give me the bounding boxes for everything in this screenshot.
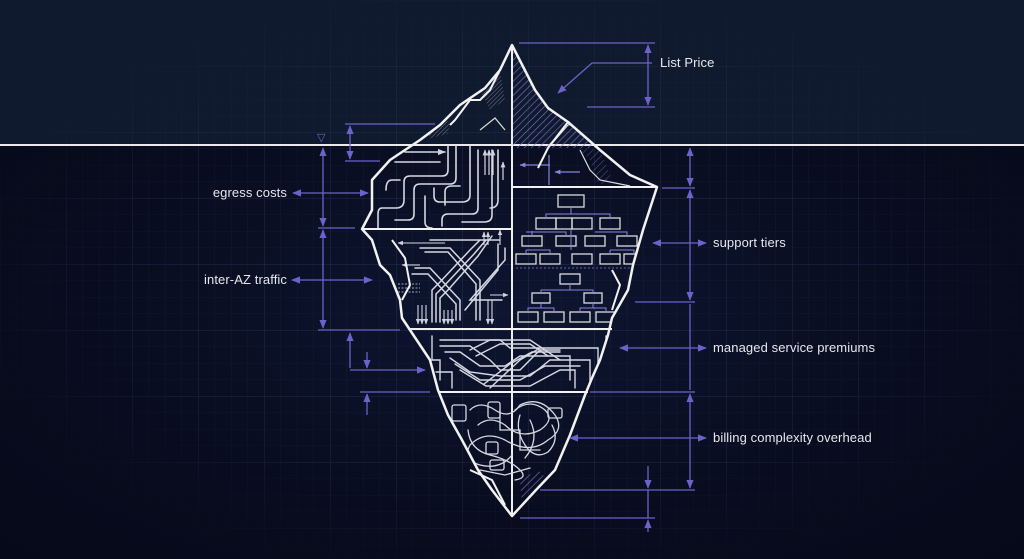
iceberg-outline <box>360 43 659 518</box>
inter-az-traffic-label: inter-AZ traffic <box>204 272 287 287</box>
support-tiers-label: support tiers <box>713 235 786 250</box>
billing-complexity-overhead-label: billing complexity overhead <box>713 430 872 445</box>
waterline-marker: ▽ <box>317 131 326 144</box>
egress-costs-label: egress costs <box>212 185 287 200</box>
list-price-label: List Price <box>660 55 715 70</box>
managed-service-premiums-label: managed service premiums <box>713 340 876 355</box>
